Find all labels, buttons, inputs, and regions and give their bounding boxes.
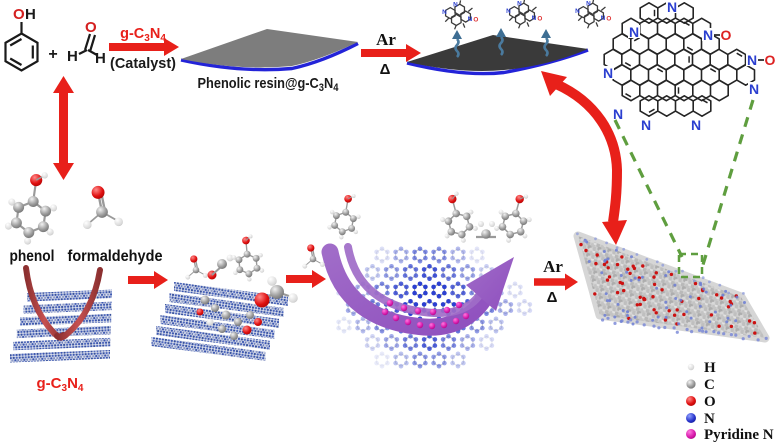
svg-text:Δ: Δ [547,289,558,306]
svg-text:N: N [704,411,715,427]
svg-text:Phenolic resin@g-C3N4: Phenolic resin@g-C3N4 [198,75,340,94]
svg-text:O: O [721,27,732,43]
svg-text:N: N [586,0,591,7]
svg-text:N: N [641,117,651,133]
svg-text:N: N [442,9,447,16]
svg-text:O: O [606,16,611,23]
svg-text:N: N [575,8,580,15]
svg-text:Ar: Ar [376,30,396,49]
svg-text:N: N [747,52,757,68]
svg-text:+: + [48,46,57,63]
svg-text:(Catalyst): (Catalyst) [110,55,176,72]
svg-text:C: C [704,377,715,393]
svg-text:O: O [704,394,716,410]
svg-text:g-C3N4: g-C3N4 [37,375,84,394]
svg-text:H: H [704,360,716,376]
svg-text:formaldehyde: formaldehyde [68,248,163,265]
svg-text:N: N [517,0,522,7]
svg-text:N: N [691,117,701,133]
svg-text:N: N [532,15,537,22]
svg-text:N: N [613,106,623,122]
svg-text:Ar: Ar [543,257,563,276]
svg-text:N: N [703,27,713,43]
svg-text:N: N [601,15,606,22]
svg-text:O: O [13,6,25,23]
svg-text:N: N [603,65,613,81]
svg-text:O: O [765,52,776,68]
svg-text:H: H [95,50,106,67]
svg-text:N: N [453,1,458,8]
svg-text:N: N [506,8,511,15]
svg-text:O: O [473,17,478,24]
svg-text:H: H [67,48,78,65]
svg-text:H: H [25,6,36,23]
svg-text:N: N [468,16,473,23]
svg-text:Δ: Δ [380,61,391,78]
svg-text:N: N [749,81,759,97]
svg-text:N: N [667,0,677,15]
svg-text:N: N [629,24,639,40]
svg-text:phenol: phenol [10,248,55,265]
svg-text:Pyridine N: Pyridine N [704,427,774,442]
svg-text:O: O [537,16,542,23]
svg-text:g-C3N4: g-C3N4 [120,26,166,44]
svg-text:O: O [85,19,97,36]
